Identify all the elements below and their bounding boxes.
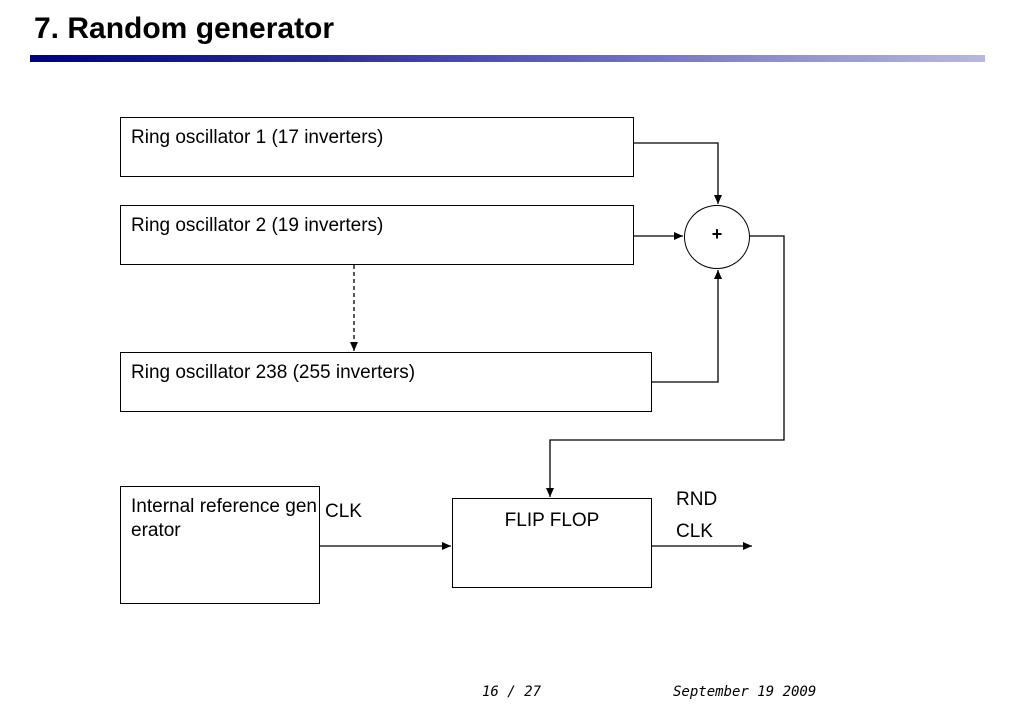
- ring-oscillator-238-box: Ring oscillator 238 (255 inverters): [120, 352, 652, 412]
- clk-output-label: CLK: [676, 521, 713, 542]
- rnd-output-label: RND: [676, 489, 718, 510]
- wire-ro238-to-adder: [652, 270, 722, 383]
- adder-symbol: +: [711, 224, 723, 244]
- ring-oscillator-2-box: Ring oscillator 2 (19 inverters): [120, 205, 634, 265]
- slide-title: 7. Random generator: [34, 12, 335, 45]
- ring-oscillator-238-label: Ring oscillator 238 (255 inverters): [131, 362, 416, 383]
- reference-generator-label: Internal reference generator: [131, 496, 317, 541]
- ring-oscillator-2-label: Ring oscillator 2 (19 inverters): [131, 215, 384, 236]
- clk-input-label: CLK: [325, 501, 362, 522]
- ring-oscillator-1-label: Ring oscillator 1 (17 inverters): [131, 127, 384, 148]
- wire-adder-to-flipflop: [546, 235, 785, 497]
- slide-date: September 19 2009: [673, 684, 817, 700]
- adder-circle: +: [684, 205, 750, 269]
- flip-flop-label: FLIP FLOP: [504, 510, 600, 531]
- page-number: 16 / 27: [482, 684, 542, 700]
- flip-flop-box: FLIP FLOP: [452, 498, 652, 588]
- reference-generator-box: Internal reference generator: [120, 486, 320, 604]
- title-underline-bar: [30, 55, 985, 62]
- ring-oscillator-1-box: Ring oscillator 1 (17 inverters): [120, 117, 634, 177]
- wire-ro1-to-adder: [634, 142, 722, 204]
